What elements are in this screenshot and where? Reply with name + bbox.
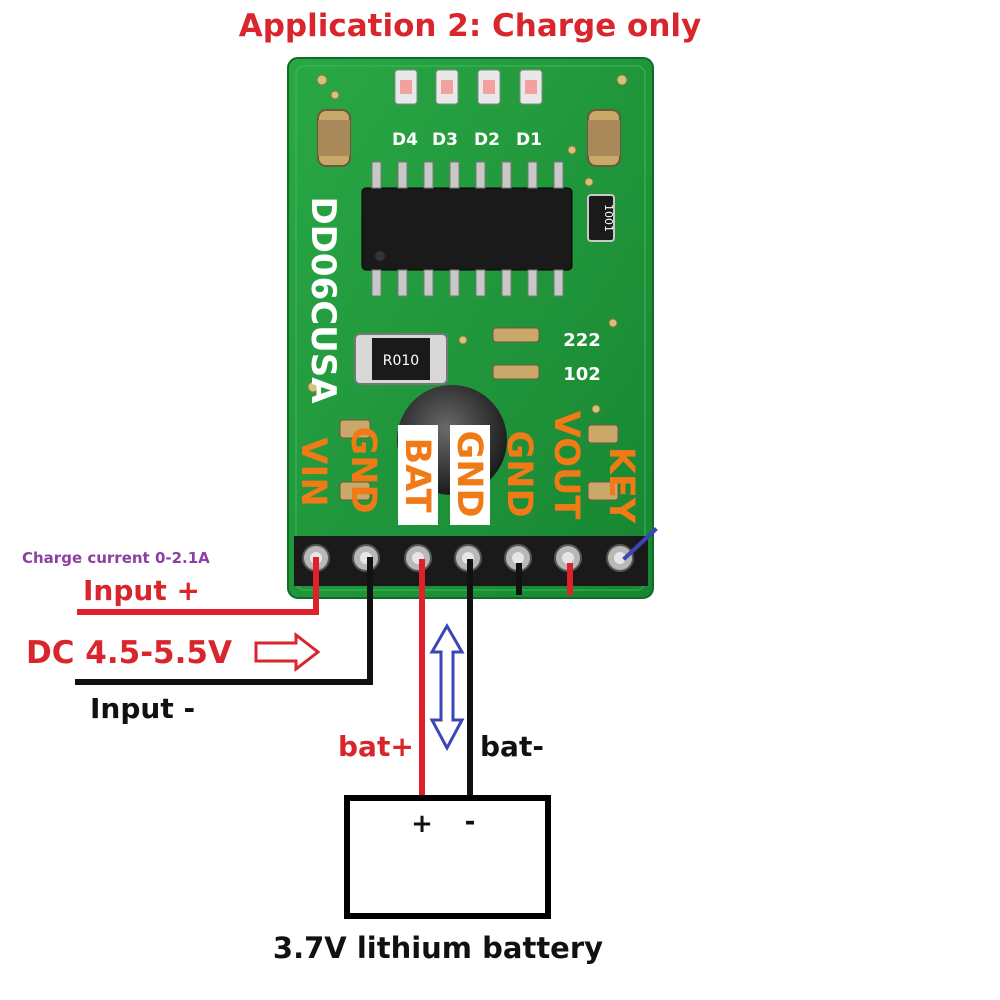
wire-key: [622, 527, 658, 561]
pin-label-key: KEY: [601, 447, 641, 524]
resistor-1001-label: 1001: [602, 204, 615, 232]
dc-voltage-label: DC 4.5-5.5V: [26, 635, 232, 671]
pin-label-vin: VIN: [293, 437, 333, 506]
battery-terminal-plus: +: [411, 809, 433, 839]
wire-input-minus: [75, 557, 373, 685]
pcb-board: D4 D3 D2 D1 1001 DD06: [287, 57, 654, 599]
input-plus-label: Input +: [83, 574, 200, 607]
resistor-r010-label: R010: [383, 353, 419, 369]
input-minus-label: Input -: [90, 692, 195, 725]
diagram-title: Application 2: Charge only: [239, 8, 702, 44]
blue-double-arrow-icon: [429, 622, 465, 752]
arrow-right-icon: [254, 631, 321, 673]
charge-current-label: Charge current 0-2.1A: [22, 549, 210, 567]
led-label-d1: D1: [516, 130, 542, 150]
pin-label-gnd-3: GND: [499, 430, 539, 517]
led-label-d2: D2: [474, 130, 500, 150]
led-row: [394, 69, 543, 105]
resistor-1001: [587, 194, 615, 242]
battery-terminal-minus: -: [465, 807, 476, 837]
pin-label-gnd-1: GND: [343, 426, 383, 513]
smd-label-102: 102: [563, 364, 601, 385]
wires: [75, 527, 658, 803]
battery-label: 3.7V lithium battery: [273, 931, 603, 965]
pin-label-bat: BAT: [397, 438, 437, 513]
wire-input-plus: [77, 557, 319, 615]
led-label-d3: D3: [432, 130, 458, 150]
pin-label-vout: VOUT: [546, 411, 586, 520]
board-model-text: DD06CUSA: [303, 196, 343, 404]
smd-label-222: 222: [563, 330, 601, 351]
ic-chip: [361, 161, 573, 297]
battery-box: [344, 795, 551, 919]
pin-label-gnd-2: GND: [449, 430, 489, 517]
led-label-d4: D4: [392, 130, 418, 150]
bat-plus-label: bat+: [338, 730, 414, 763]
bat-minus-label: bat-: [480, 730, 544, 763]
